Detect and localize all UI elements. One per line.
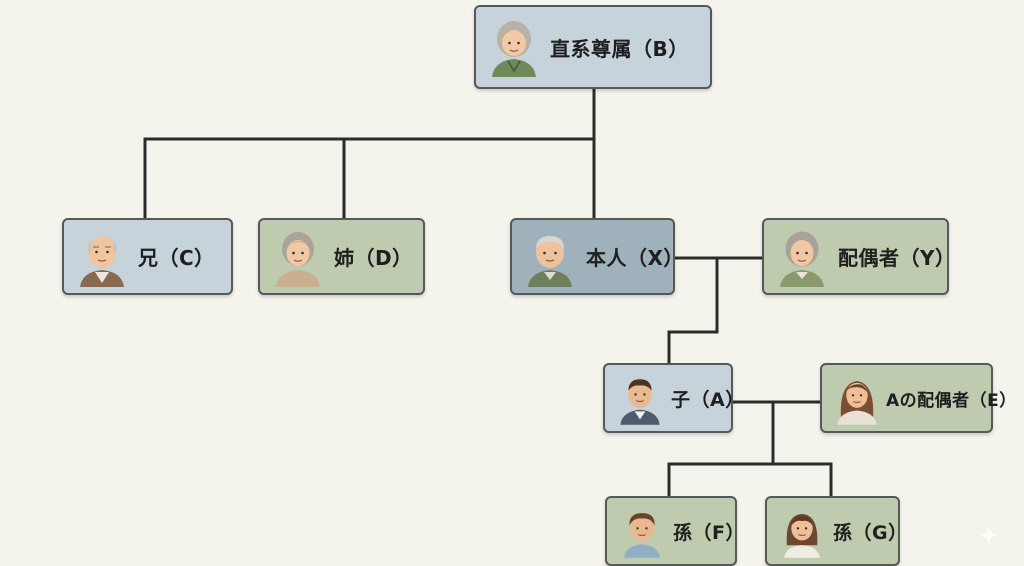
node-label: 配偶者（Y） (838, 246, 956, 270)
node-label: 直系尊属（B） (550, 36, 689, 61)
elderly-man-avatar-icon (528, 235, 572, 287)
node-spouse[interactable]: 配偶者（Y） (762, 218, 955, 295)
elderly-woman-avatar-icon (276, 231, 320, 287)
node-label: 兄（C） (138, 246, 215, 270)
sparkle-icon (980, 526, 998, 544)
elderly-woman-avatar-icon (492, 21, 536, 77)
node-label: 孫（G） (833, 521, 908, 544)
man-avatar-icon (620, 379, 660, 425)
node-older-brother[interactable]: 兄（C） (62, 218, 233, 295)
connector-xy-to-a (667, 256, 719, 365)
woman-avatar-icon (837, 381, 877, 425)
node-self[interactable]: 本人（X） (510, 218, 683, 295)
node-child[interactable]: 子（A） (603, 363, 744, 433)
node-label: 子（A） (671, 388, 745, 411)
girl-avatar-icon (784, 514, 820, 558)
node-lineal-ascendant[interactable]: 直系尊属（B） (474, 5, 712, 89)
node-label: Aの配偶者（E） (886, 390, 1017, 411)
node-child-spouse[interactable]: Aの配偶者（E） (820, 363, 1016, 433)
node-grandchild-g[interactable]: 孫（G） (765, 496, 907, 566)
elderly-woman-avatar-icon (780, 231, 824, 287)
node-grandchild-f[interactable]: 孫（F） (605, 496, 744, 566)
elderly-man-avatar-icon (80, 235, 124, 287)
node-older-sister[interactable]: 姉（D） (258, 218, 425, 295)
node-label: 姉（D） (334, 246, 413, 270)
node-label: 本人（X） (586, 246, 684, 270)
node-label: 孫（F） (673, 521, 745, 544)
boy-avatar-icon (624, 513, 660, 558)
